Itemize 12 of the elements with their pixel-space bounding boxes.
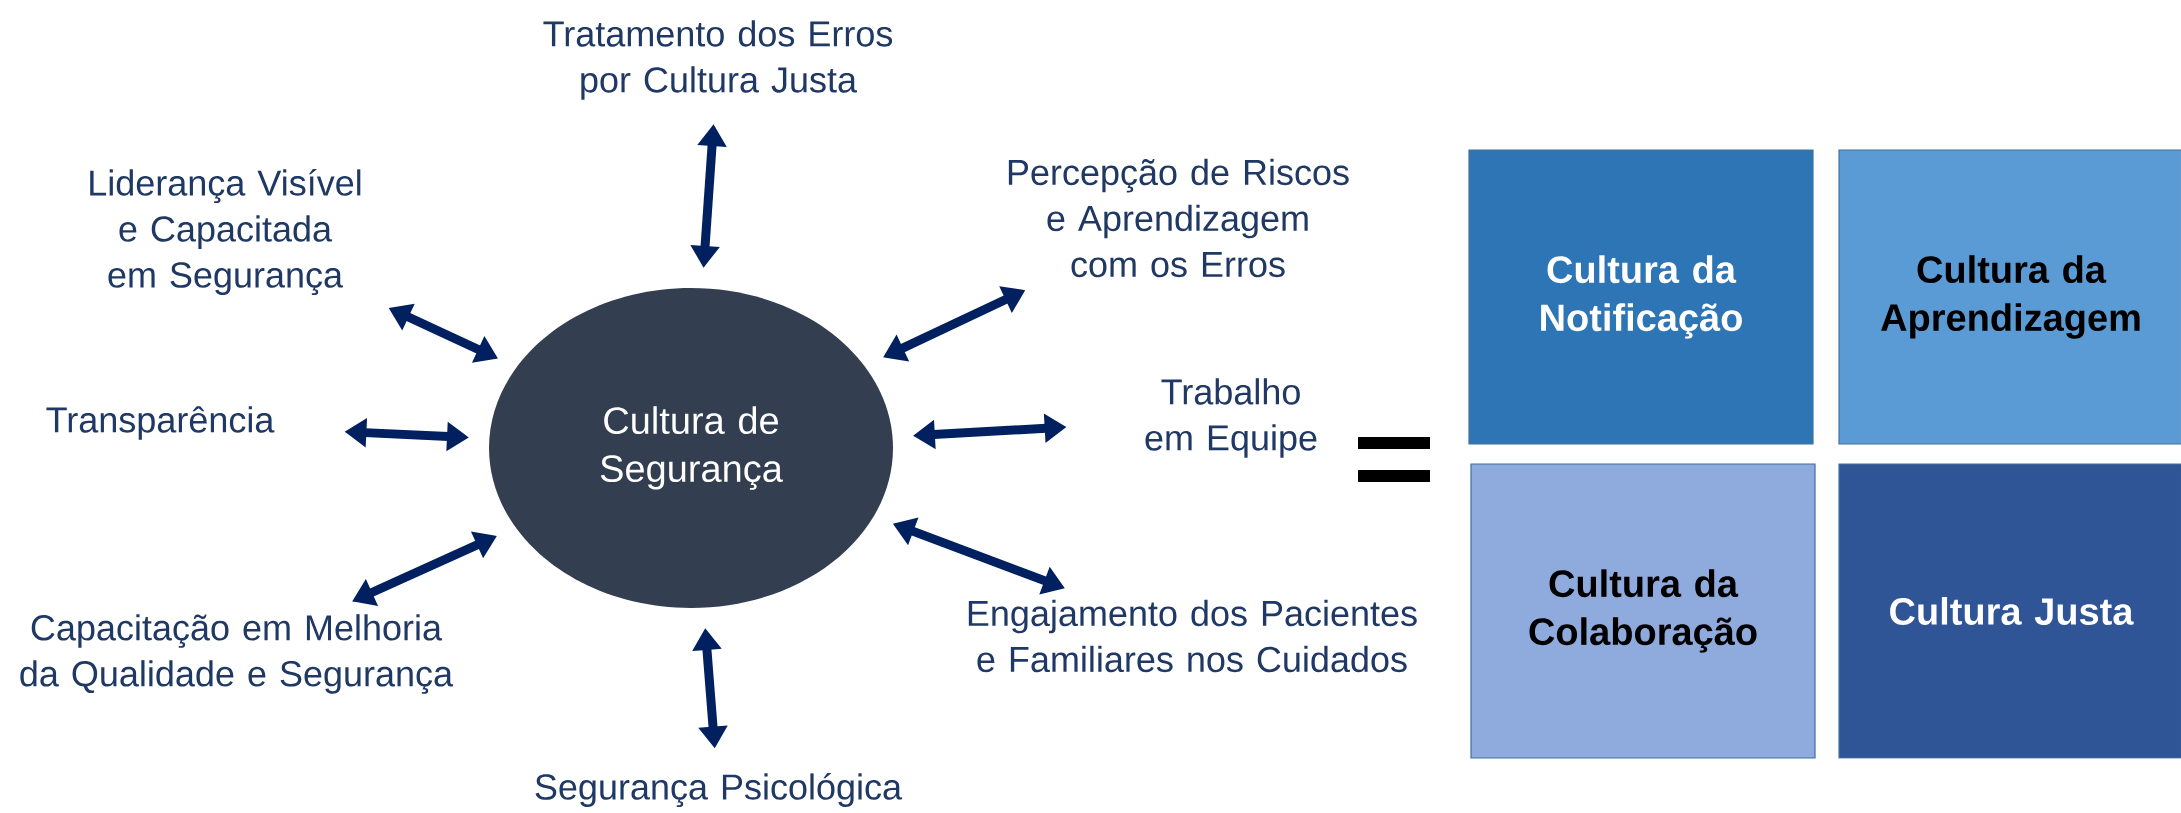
text-label: Percepção de Riscos e Aprendizagem com os Erros xyxy=(1008,158,1349,278)
text-label: Segurança Psicológica xyxy=(535,772,903,808)
text-label: Trabalho em Equipe xyxy=(1145,378,1317,458)
text-label: Capacitação em Melhoria da Qualidade e Segurança xyxy=(20,614,454,694)
text-label: Transparência xyxy=(46,406,275,440)
culture-square: Cultura da Aprendizagem xyxy=(1838,149,2181,445)
culture-square: Cultura da Colaboração xyxy=(1470,463,1816,759)
text-label: Liderança Visível e Capacitada em Segurança xyxy=(90,168,361,296)
culture-square: Cultura Justa xyxy=(1838,463,2181,759)
text-label: Tratamento dos Erros por Cultura Justa xyxy=(543,20,893,100)
culture-square: Cultura da Notificação xyxy=(1468,149,1814,445)
text-label: Engajamento dos Pacientes e Familiares nos Cuidados xyxy=(968,599,1417,673)
